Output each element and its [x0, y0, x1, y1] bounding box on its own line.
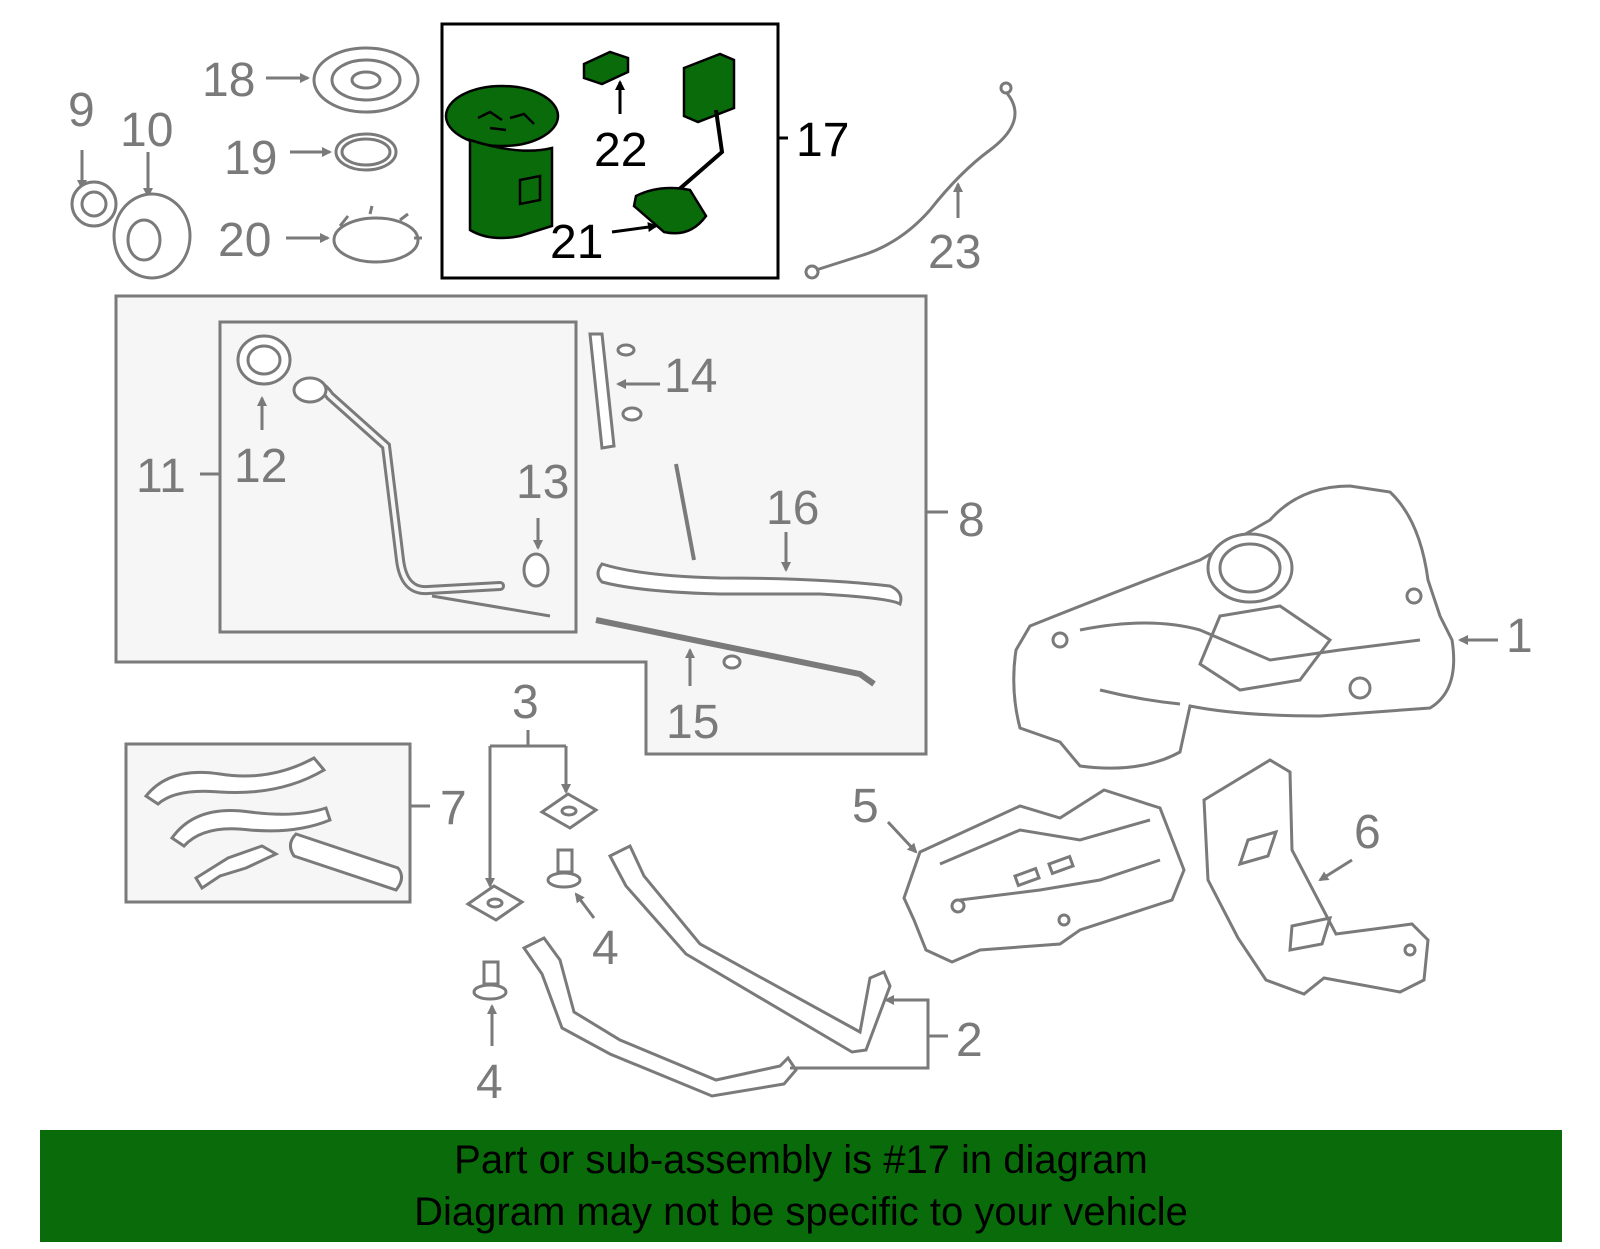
foam-pad-part[interactable]: [289, 832, 403, 892]
callout-6: 6: [1354, 806, 1381, 859]
filler-cap-ring-part-12[interactable]: [236, 334, 292, 386]
tank-strap-part[interactable]: [521, 936, 798, 1098]
callout-5: 5: [852, 780, 879, 833]
callout-23: 23: [928, 226, 981, 279]
bracket-pad-part[interactable]: [193, 844, 280, 891]
callout-20: 20: [218, 214, 271, 267]
callout-17: 17: [796, 114, 849, 167]
seal-part-10[interactable]: [112, 192, 192, 280]
callout-18: 18: [202, 54, 255, 107]
vent-hose-group: 23: [804, 81, 1017, 280]
insulator-strip-part[interactable]: [169, 806, 332, 848]
vent-line-part-15[interactable]: [595, 617, 876, 687]
callout-1: 1: [1506, 610, 1533, 663]
lock-ring-part-18[interactable]: [312, 46, 420, 114]
fuel-pump-assembly-group: 17 22 21: [440, 22, 849, 280]
clip-nut-part[interactable]: [539, 792, 599, 830]
connector-clip-part[interactable]: [582, 50, 630, 86]
callout-15: 15: [666, 696, 719, 749]
callout-2: 2: [956, 1014, 983, 1067]
callout-4b: 4: [476, 1056, 503, 1109]
callout-19: 19: [224, 132, 277, 185]
tank-straps-group: 2: [521, 843, 983, 1098]
callout-11: 11: [136, 450, 186, 503]
callout-7: 7: [440, 782, 467, 835]
callout-13: 13: [516, 456, 569, 509]
callout-8: 8: [958, 494, 985, 547]
filler-hose-part-16[interactable]: [596, 562, 903, 607]
clip-nut-part[interactable]: [465, 884, 525, 922]
footer-line-1: Part or sub-assembly is #17 in diagram: [454, 1138, 1148, 1182]
vent-tube-part-14[interactable]: [588, 332, 616, 450]
filler-neck-assembly-group: 8 11 12 13 14: [114, 294, 985, 756]
fuel-level-sender-part[interactable]: [632, 52, 736, 235]
callout-16: 16: [766, 482, 819, 535]
fuel-tank-part-1[interactable]: [1012, 484, 1456, 770]
callout-3: 3: [512, 676, 539, 729]
gasket-part-19[interactable]: [334, 132, 398, 172]
callout-21: 21: [550, 216, 603, 269]
tank-strap-part[interactable]: [607, 843, 892, 1054]
fuel-pump-module-part[interactable]: [444, 84, 560, 240]
callout-14: 14: [664, 350, 717, 403]
callout-12: 12: [234, 440, 287, 493]
cap-part-9[interactable]: [70, 180, 118, 228]
footer-line-2: Diagram may not be specific to your vehi…: [414, 1190, 1188, 1234]
footer-banner: Part or sub-assembly is #17 in diagram D…: [40, 1130, 1562, 1242]
callout-4a: 4: [592, 922, 619, 975]
callout-22: 22: [594, 124, 647, 177]
heat-shield-part-6[interactable]: [1202, 758, 1430, 996]
bolt-part[interactable]: [472, 960, 508, 1001]
nuts-group: 3 4 4: [465, 676, 619, 1109]
insulator-strip-part[interactable]: [143, 756, 327, 806]
heat-shield-part-5[interactable]: [902, 788, 1186, 964]
callout-9: 9: [68, 84, 95, 137]
callout-10: 10: [120, 104, 173, 157]
hose-clamp-part-13[interactable]: [522, 552, 550, 588]
filler-cap-parts-group: 9 10 18 19 20: [68, 46, 422, 280]
retainer-ring-part-20[interactable]: [332, 205, 422, 264]
insulator-kit-group: 7: [124, 742, 467, 904]
bolt-part[interactable]: [546, 848, 582, 889]
